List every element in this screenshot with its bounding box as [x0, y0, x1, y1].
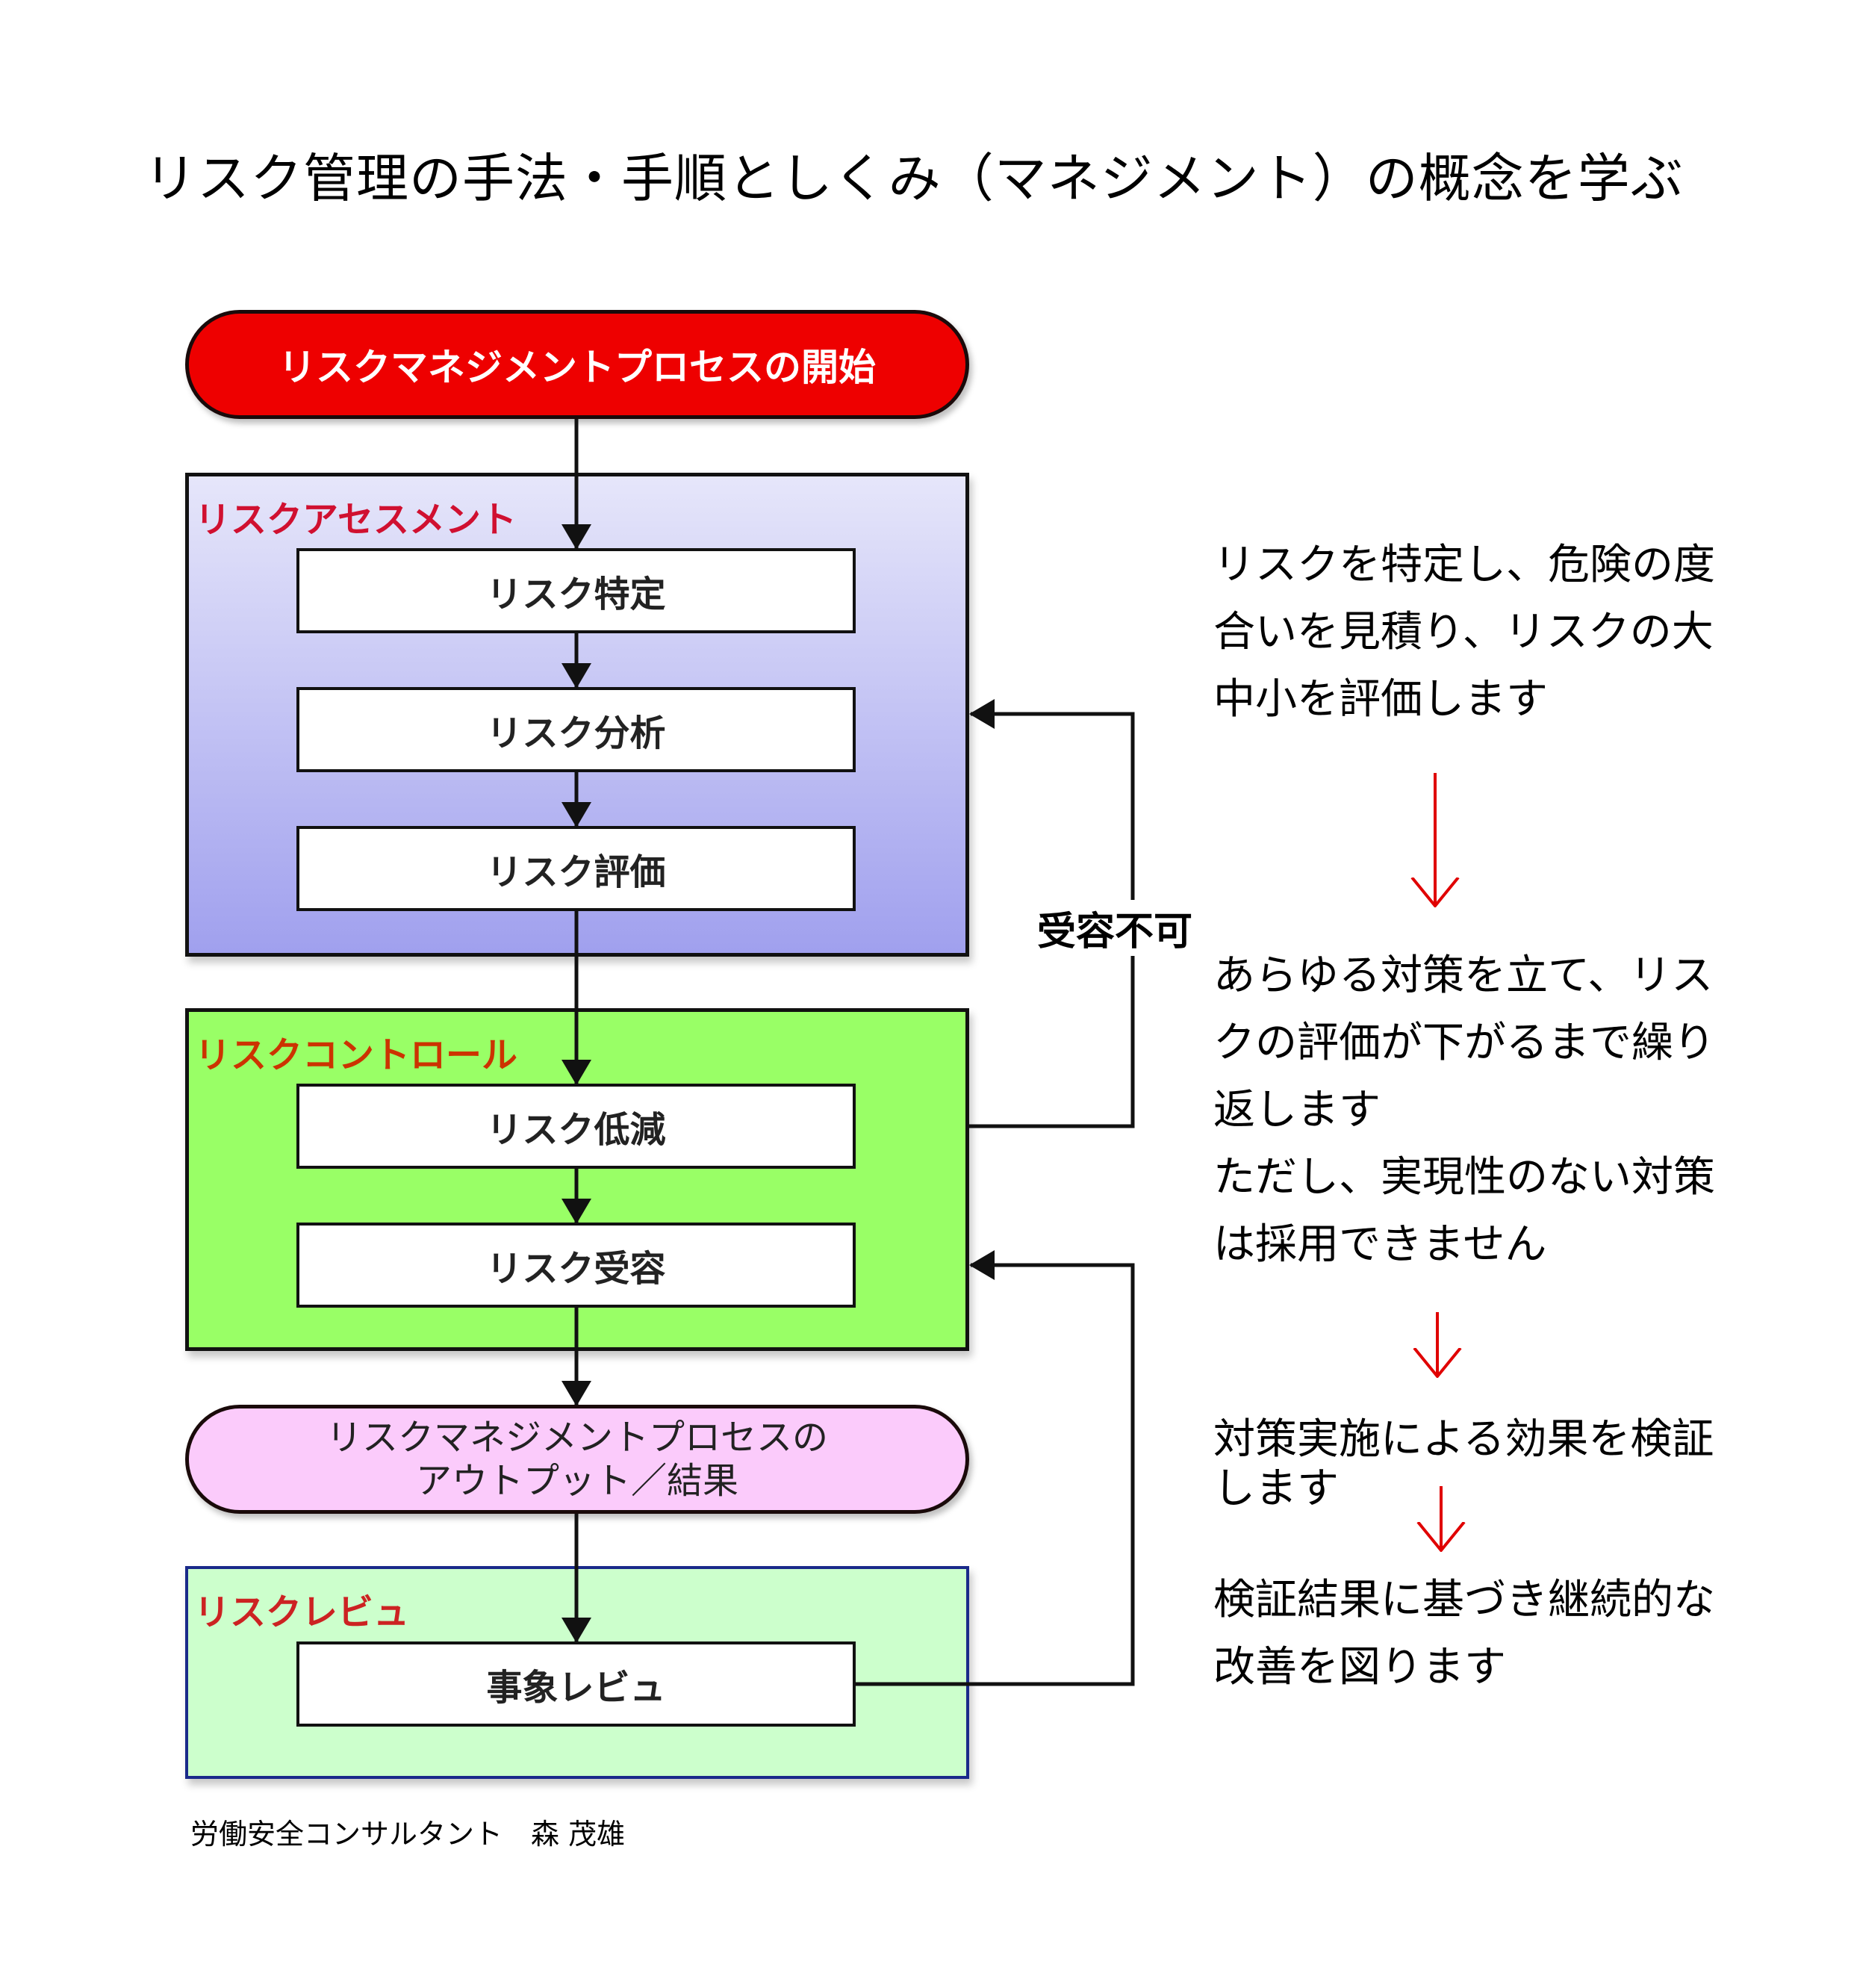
step-label: リスク受容: [486, 1248, 666, 1290]
group-label-assessment: リスクアセスメント: [195, 499, 517, 541]
output-label-line1: リスクマネジメントプロセスの: [326, 1417, 828, 1459]
step-label: リスク特定: [486, 574, 666, 615]
step-risk-acceptance: リスク受容: [296, 1223, 856, 1308]
step-label: リスク分析: [486, 712, 666, 754]
step-risk-evaluation: リスク評価: [296, 826, 856, 911]
feedback-label-not-acceptable: 受容不可: [1034, 900, 1196, 956]
start-label: リスクマネジメントプロセスの開始: [279, 346, 876, 389]
note-text: リスクを特定し、危険の度 合いを見積り、リスクの大 中小を評価します: [1213, 541, 1715, 724]
step-label: リスク評価: [486, 851, 666, 893]
step-label: 事象レビュ: [486, 1667, 666, 1709]
group-label-control: リスクコントロール: [195, 1034, 518, 1076]
output-label-line2: アウトプット／結果: [415, 1460, 738, 1502]
start-terminator: リスクマネジメントプロセスの開始: [185, 310, 969, 419]
author-credit: 労働安全コンサルタント 森 茂雄: [190, 1818, 626, 1851]
step-event-review: 事象レビュ: [296, 1641, 856, 1727]
step-risk-analysis: リスク分析: [296, 687, 856, 772]
note-verification: 対策実施による効果を検証 します: [1213, 1415, 1714, 1514]
note-improvement: 検証結果に基づき継続的な 改善を図ります: [1213, 1567, 1715, 1701]
step-label: リスク低減: [486, 1109, 666, 1151]
page-title: リスク管理の手法・手順としくみ（マネジメント）の概念を学ぶ: [144, 148, 1684, 209]
note-text: 検証結果に基づき継続的な 改善を図ります: [1213, 1576, 1715, 1692]
note-text: あらゆる対策を立て、リス クの評価が下がるまで繰り 返します ただし、実現性のな…: [1213, 951, 1715, 1269]
step-risk-identification: リスク特定: [296, 548, 856, 633]
note-control: あらゆる対策を立て、リス クの評価が下がるまで繰り 返します ただし、実現性のな…: [1213, 942, 1715, 1279]
note-assessment: リスクを特定し、危険の度 合いを見積り、リスクの大 中小を評価します: [1213, 532, 1715, 733]
output-terminator: リスクマネジメントプロセスの アウトプット／結果: [185, 1405, 969, 1514]
arrow-feedback-review: [856, 1250, 1135, 1686]
step-risk-reduction: リスク低減: [296, 1084, 856, 1169]
note-text: 対策実施による効果を検証 します: [1213, 1415, 1714, 1513]
group-label-review: リスクレビュ: [194, 1591, 410, 1633]
